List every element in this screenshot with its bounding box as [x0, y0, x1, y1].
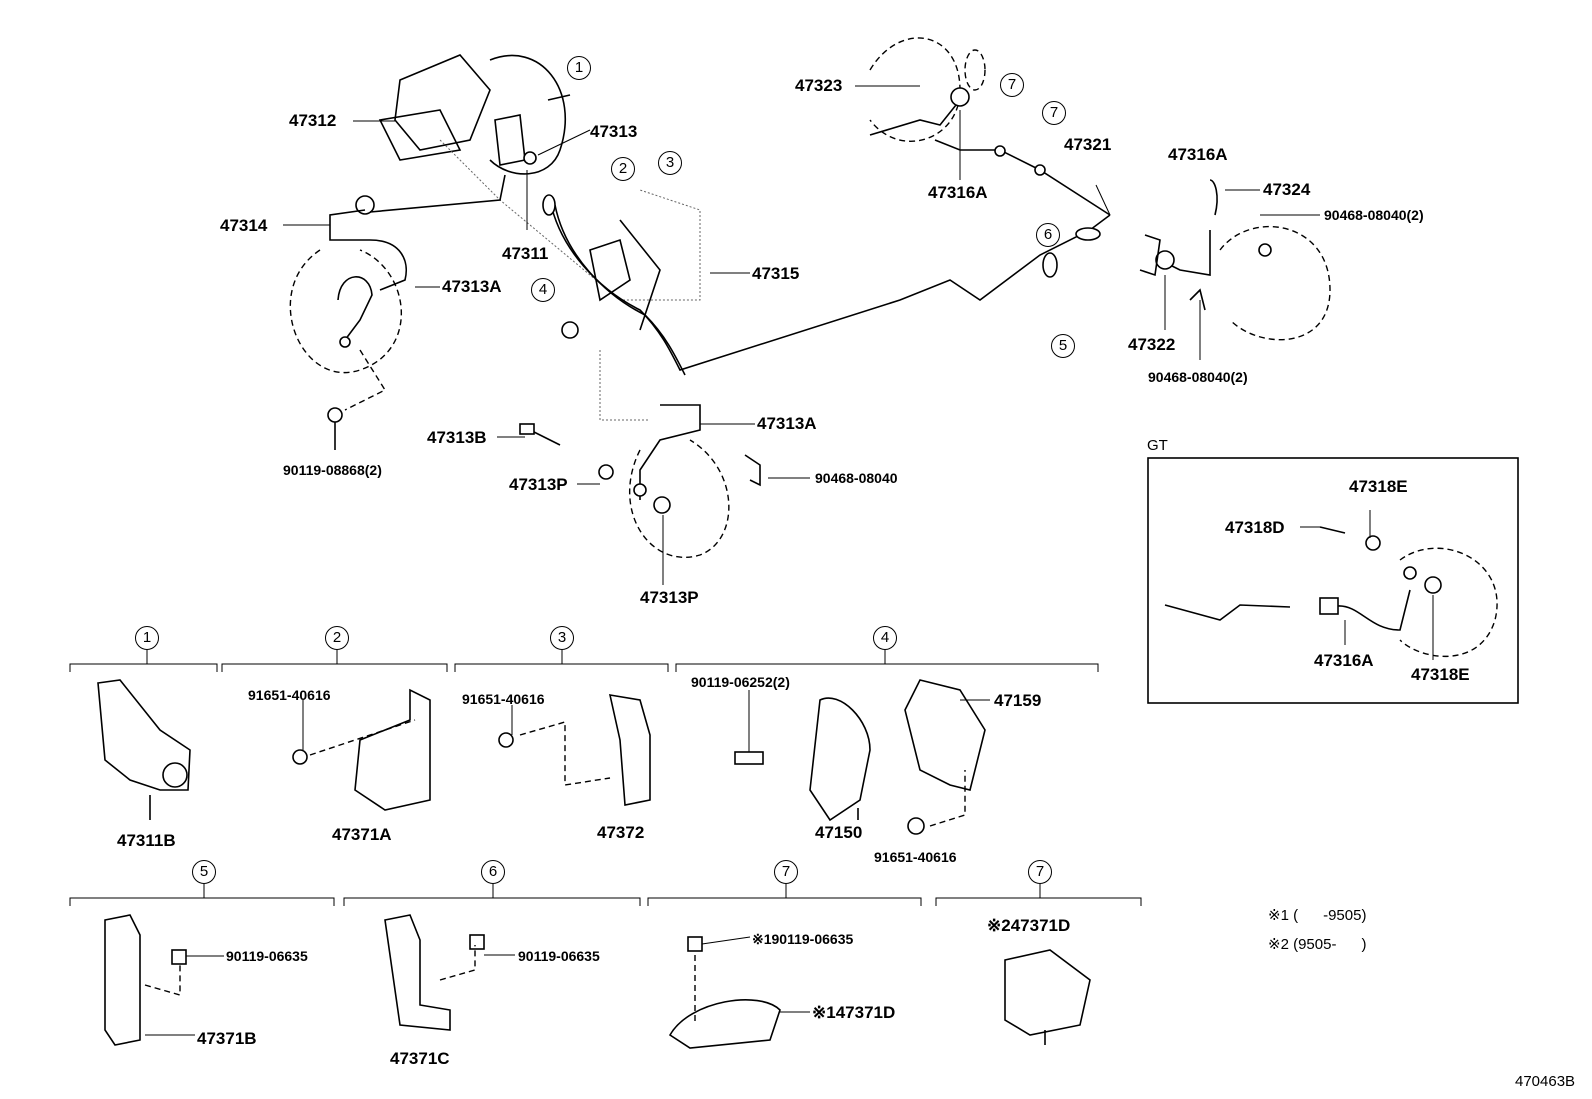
leader-lines — [145, 85, 1434, 1036]
part-47321: 47321 — [1064, 135, 1112, 154]
part-47372: 47372 — [597, 823, 645, 842]
part-47324: 47324 — [1263, 180, 1311, 199]
part-147371D: ※147371D — [812, 1003, 896, 1022]
part-47316A-right: 47316A — [1168, 145, 1228, 164]
ref-7-section-a: 7 — [774, 860, 798, 884]
ref-1-section: 1 — [135, 626, 159, 650]
part-47313P-mid: 47313P — [509, 475, 568, 494]
ref-2-section: 2 — [325, 626, 349, 650]
front-left-disc-drawing — [289, 174, 506, 450]
part-90119-08868: 90119-08868(2) — [283, 462, 382, 478]
ref-4-top: 4 — [531, 278, 555, 302]
part-90468-08040-mid: 90468-08040 — [815, 470, 898, 486]
part-47323: 47323 — [795, 76, 843, 95]
part-90119-06635-b: 90119-06635 — [518, 948, 600, 964]
front-right-disc-drawing — [519, 350, 761, 558]
part-47311B: 47311B — [117, 831, 176, 850]
part-91651-40616-c: 91651-40616 — [874, 849, 957, 865]
part-47314: 47314 — [220, 216, 268, 235]
ref-5-section: 5 — [192, 860, 216, 884]
part-47315: 47315 — [752, 264, 800, 283]
brake-booster-drawing — [378, 54, 701, 301]
ref-7-top-b: 7 — [1042, 101, 1066, 125]
part-47318D: 47318D — [1225, 518, 1285, 537]
ref-5-top: 5 — [1051, 334, 1075, 358]
part-190119-06635: ※190119-06635 — [752, 931, 854, 947]
ref-6-top: 6 — [1036, 223, 1060, 247]
footnote-2: ※2 (9505- ) — [1268, 936, 1367, 953]
rear-right-disc-drawing — [1139, 179, 1331, 341]
part-47159: 47159 — [994, 691, 1042, 710]
main-brake-pipe-drawing — [542, 194, 1111, 376]
part-47313-top: 47313 — [590, 122, 638, 141]
footnote-1: ※1 ( -9505) — [1268, 907, 1367, 924]
part-47313A-mid: 47313A — [757, 414, 817, 433]
part-47322: 47322 — [1128, 335, 1176, 354]
part-47371C: 47371C — [390, 1049, 450, 1068]
gt-box-label: GT — [1147, 437, 1168, 454]
part-90119-06635-a: 90119-06635 — [226, 948, 308, 964]
part-47313B: 47313B — [427, 428, 487, 447]
part-90468-08040-right-2: 90468-08040(2) — [1148, 369, 1248, 385]
ref-6-section: 6 — [481, 860, 505, 884]
part-47313P-bottom: 47313P — [640, 588, 699, 607]
ref-3-top: 3 — [658, 151, 682, 175]
ref-2-top: 2 — [611, 157, 635, 181]
part-91651-40616-a: 91651-40616 — [248, 687, 331, 703]
part-91651-40616-b: 91651-40616 — [462, 691, 545, 707]
part-47371B: 47371B — [197, 1029, 257, 1048]
ref-1-top: 1 — [567, 56, 591, 80]
part-47318E-bottom: 47318E — [1411, 665, 1470, 684]
ref-3-section: 3 — [550, 626, 574, 650]
part-47311: 47311 — [502, 244, 549, 263]
part-90468-08040-right-1: 90468-08040(2) — [1324, 207, 1424, 223]
part-47318E-top: 47318E — [1349, 477, 1408, 496]
rear-left-disc-drawing — [869, 37, 1111, 216]
figure-id: 470463B — [1515, 1073, 1576, 1090]
part-47150: 47150 — [815, 823, 863, 842]
part-90119-06252: 90119-06252(2) — [691, 674, 790, 690]
ref-7-top-a: 7 — [1000, 73, 1024, 97]
ref-7-section-b: 7 — [1028, 860, 1052, 884]
part-47371A: 47371A — [332, 825, 392, 844]
part-47316A-gt: 47316A — [1314, 651, 1374, 670]
part-47313A-left: 47313A — [442, 277, 502, 296]
detail-parts-drawings — [97, 679, 1091, 1049]
part-47312: 47312 — [289, 111, 337, 130]
part-247371D: ※247371D — [987, 916, 1071, 935]
part-47316A-top: 47316A — [928, 183, 988, 202]
ref-4-section: 4 — [873, 626, 897, 650]
section-brackets — [69, 650, 1142, 906]
gt-detail-box — [1147, 457, 1519, 704]
